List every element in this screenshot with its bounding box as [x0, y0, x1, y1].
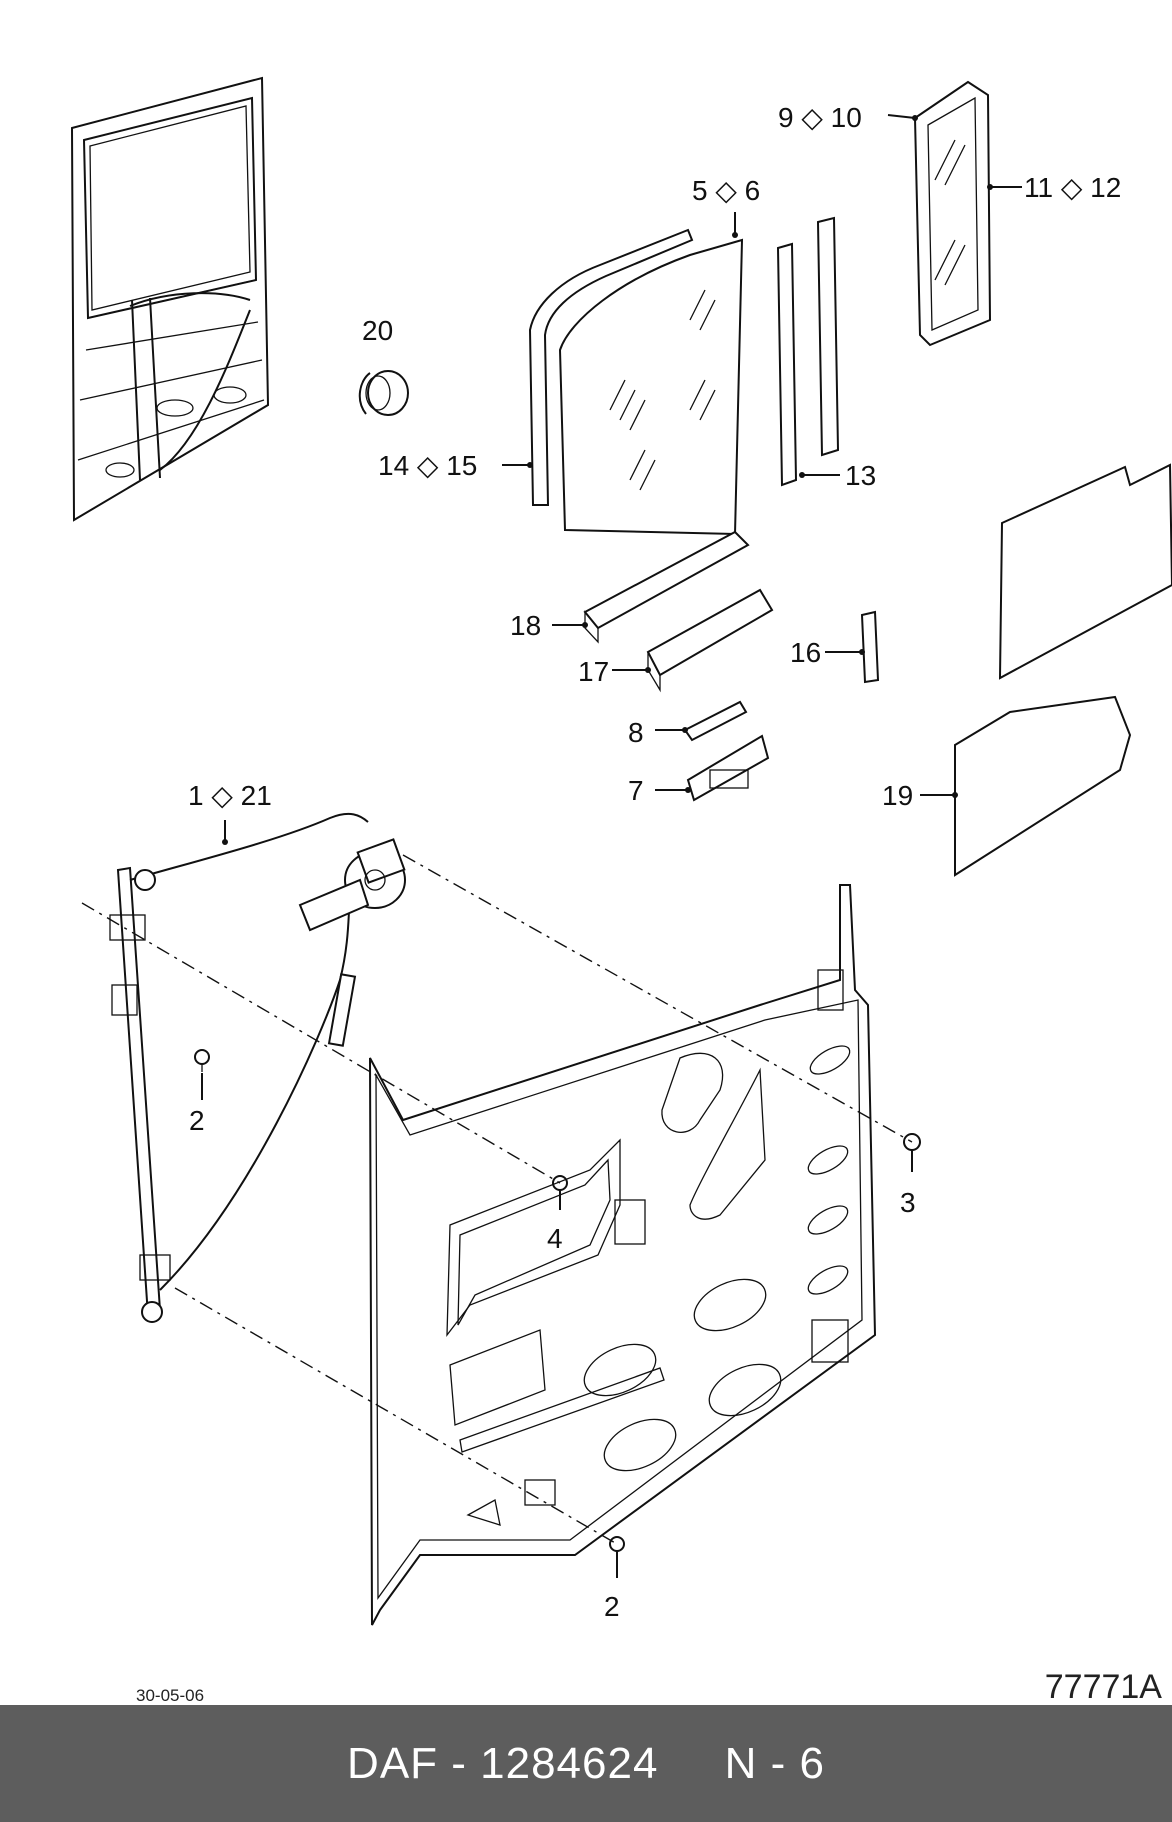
callout-5-6: 5 ◇ 6: [692, 175, 760, 206]
callout-2-lower: 2: [604, 1591, 620, 1622]
guide-part-7: [686, 734, 770, 802]
callout-17: 17: [578, 656, 609, 687]
callout-labels: 1 ◇ 21 2 4 3 2 5 ◇ 6 9 ◇ 10 11 ◇ 12 20 1…: [188, 102, 1121, 1622]
guide-part-8: [683, 700, 748, 742]
glass-run-channel-part: [528, 228, 694, 506]
footer-spacer: [658, 1739, 724, 1789]
exploded-parts-diagram: 1 ◇ 21 2 4 3 2 5 ◇ 6 9 ◇ 10 11 ◇ 12 20 1…: [70, 76, 1172, 1626]
callout-1-21: 1 ◇ 21: [188, 780, 272, 811]
callout-19: 19: [882, 780, 913, 811]
footer-part-number: DAF - 1284624: [347, 1738, 659, 1788]
weatherstrip-part: [776, 216, 840, 487]
alignment-lines: [81, 854, 913, 1545]
callout-18: 18: [510, 610, 541, 641]
drawing-date: 30-05-06: [136, 1686, 205, 1705]
footer-banner: DAF - 1284624 N - 6: [0, 1705, 1172, 1822]
drawing-reference-number: 77771A: [1044, 1668, 1162, 1706]
callout-2-upper: 2: [189, 1105, 205, 1136]
screw-part-2a: [194, 1049, 210, 1072]
lift-channel-part: [646, 588, 774, 693]
window-regulator-part: [109, 812, 406, 1323]
grommet-part: [358, 370, 409, 416]
callout-9-10: 9 ◇ 10: [778, 102, 862, 133]
callout-8: 8: [628, 717, 644, 748]
door-inner-panel: [369, 884, 877, 1626]
callout-20: 20: [362, 315, 393, 346]
callout-14-15: 14 ◇ 15: [378, 450, 477, 481]
callout-3: 3: [900, 1187, 916, 1218]
regulator-motor: [298, 838, 406, 932]
leader-lines: [201, 114, 1022, 1578]
door-overview-thumbnail: [70, 76, 270, 522]
callout-16: 16: [790, 637, 821, 668]
callout-11-12: 11 ◇ 12: [1024, 172, 1121, 203]
callout-4: 4: [547, 1223, 563, 1254]
callout-13: 13: [845, 460, 876, 491]
clip-part-16: [860, 610, 880, 684]
footer-page-code: N - 6: [724, 1738, 825, 1788]
quarter-glass-part: [913, 80, 992, 347]
callout-7: 7: [628, 775, 644, 806]
screw-part-2b: [609, 1536, 625, 1552]
door-glass-part: [558, 238, 744, 536]
protective-sheet-part: [954, 463, 1172, 877]
